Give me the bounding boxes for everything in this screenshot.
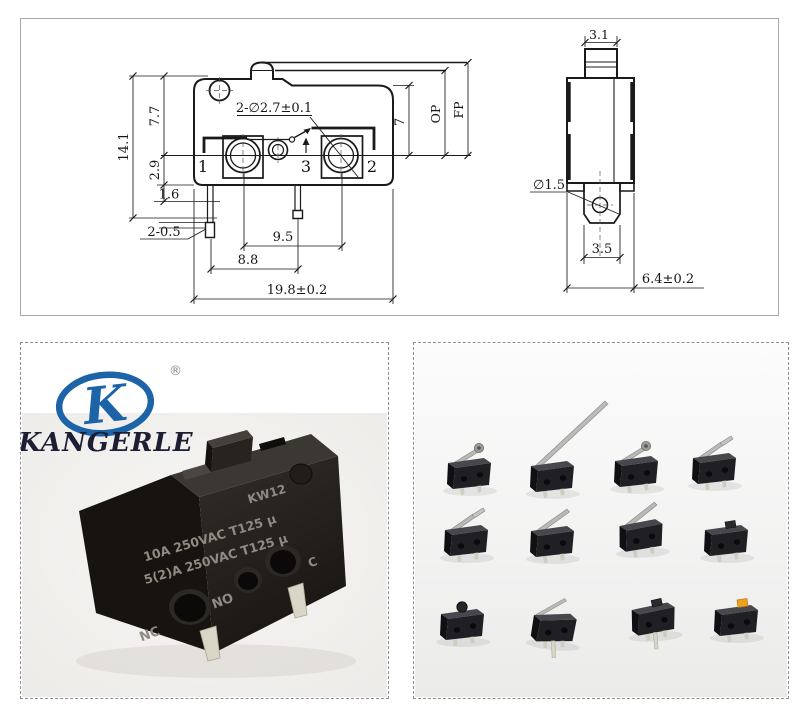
logo-oval	[55, 371, 155, 437]
brand-name: KANGERLE	[21, 428, 194, 458]
dim-width-total: 19.8±0.2	[267, 283, 328, 298]
dim-pin-step: 1.6	[159, 188, 180, 203]
dim-hole-spec: 2-∅2.7±0.1	[236, 101, 312, 116]
actuation-arrow	[302, 137, 310, 145]
circuit-schematic	[202, 126, 376, 153]
terminal-nc-marking: NC	[138, 624, 162, 645]
lever-lines	[263, 61, 467, 72]
micro-switch-photo: KW12 10A 250VAC T125 µ 5(2)A 250VAC T125…	[76, 430, 356, 678]
front-pins	[204, 185, 304, 239]
side-terminal	[583, 183, 621, 224]
dim-plunger-width: 3.1	[589, 27, 609, 42]
terminal-2-label: 2	[367, 157, 377, 176]
rivet	[289, 463, 313, 485]
switch-gallery-panel	[413, 342, 789, 699]
logo-k-mark: K	[78, 373, 132, 437]
dim-terminal-width: 3.5	[592, 242, 613, 257]
switch-pin	[199, 625, 221, 662]
dimension-ticks	[129, 38, 638, 303]
switch-button	[205, 430, 253, 472]
terminal-3-label: 3	[301, 157, 311, 176]
dim-pitch-holes: 9.5	[273, 230, 294, 245]
photo-shadow	[76, 644, 356, 678]
switch-gallery	[415, 344, 787, 697]
dim-height-total: 14.1	[117, 133, 132, 162]
dim-height-below: 2.9	[148, 160, 163, 181]
front-view	[129, 61, 471, 304]
brand-product-panel: K ® KANGERLE KW12	[20, 342, 389, 699]
side-view	[530, 36, 704, 293]
switch-pin	[287, 582, 308, 619]
dim-pin-thickness: 2-0.5	[147, 225, 180, 240]
brand-product-image: K ® KANGERLE KW12	[21, 364, 387, 697]
dim-hole-dia: ∅1.5	[533, 178, 565, 193]
dim-pitch-pins: 8.8	[238, 253, 259, 268]
technical-drawing-panel: 14.1 7.7 2.9 1.6 2-0.5 2-∅2.7±0.1 1 3 2 …	[20, 18, 779, 316]
terminal-no-marking: NO	[210, 591, 236, 613]
dim-op: OP	[428, 105, 443, 124]
dim-height-top: 7.7	[148, 106, 163, 127]
technical-drawing: 14.1 7.7 2.9 1.6 2-0.5 2-∅2.7±0.1 1 3 2 …	[117, 27, 704, 304]
registered-mark: ®	[169, 364, 182, 379]
dim-fp: FP	[451, 101, 466, 118]
kangerle-logo: K ® KANGERLE	[21, 364, 194, 458]
dim-body-width: 6.4±0.2	[642, 272, 694, 287]
dim-body-height-right: 7	[393, 118, 408, 126]
terminal-1-label: 1	[198, 157, 208, 176]
